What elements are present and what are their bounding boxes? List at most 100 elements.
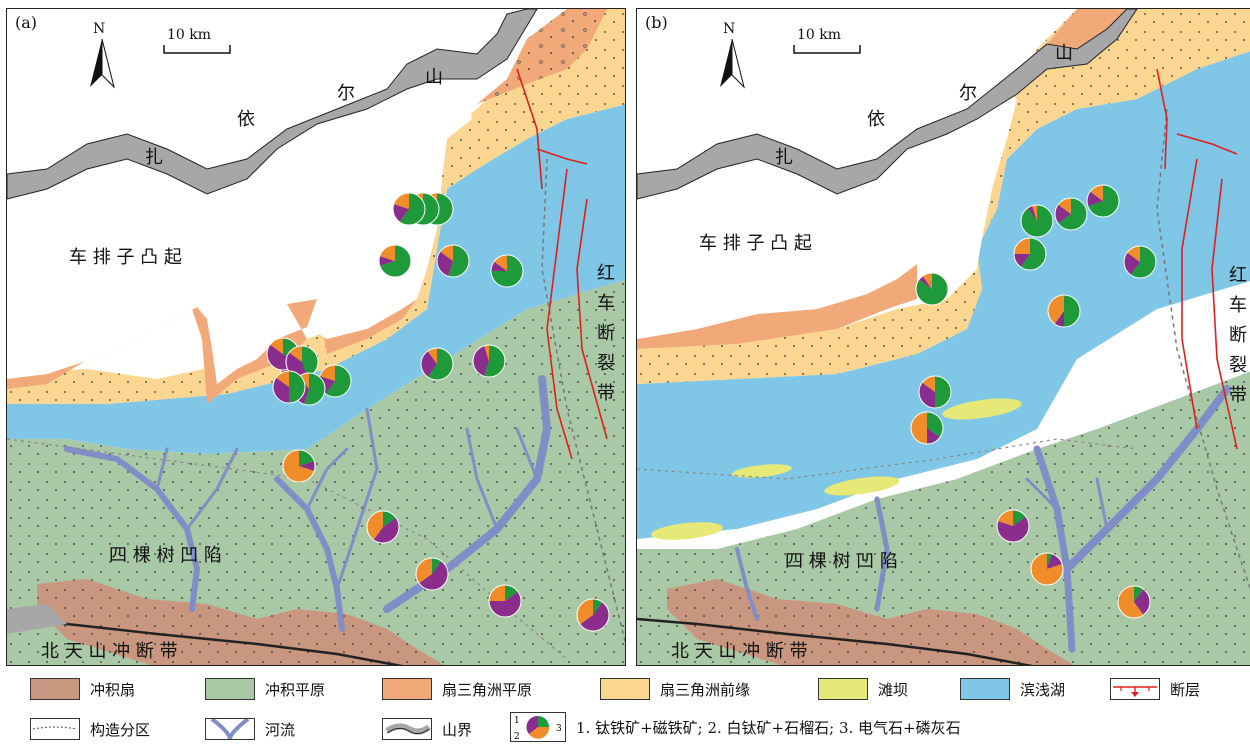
pie-chart-marker (392, 192, 426, 226)
uplift-area (637, 84, 1017, 339)
pie-key-swatch: 1 2 3 (510, 712, 566, 742)
pie-slice (1014, 238, 1030, 254)
pie-chart-marker (918, 375, 952, 409)
fault-char-5: 带 (1229, 385, 1247, 406)
pie-outline (366, 510, 400, 544)
pie-slice (1054, 311, 1064, 327)
pie-slice (927, 428, 940, 444)
map-a-svg (7, 9, 625, 665)
fault-char-3: 断 (1229, 325, 1247, 346)
scale-label: 10 km (167, 27, 212, 43)
pie-outline (918, 375, 952, 409)
pie-outline (576, 598, 610, 632)
lake-swatch (960, 678, 1010, 700)
beach-bars (651, 398, 1022, 540)
tectonic-boundary-2 (637, 438, 1138, 480)
uplift-label: 车 排 子 凸 起 (699, 233, 812, 254)
mountain-boundary-swatch-icon (382, 718, 432, 740)
beach-bar-swatch (818, 678, 868, 700)
pie-slice (911, 412, 927, 444)
pie-key-num-1: 1 (514, 716, 520, 726)
pie-outline (392, 192, 426, 226)
map-panel-a: (a) N 10 km 扎 依 尔 山 车 排 子 凸 起 四 棵 树 凹 陷 … (6, 8, 626, 666)
pie-slice (1124, 252, 1140, 275)
river-network (64, 375, 552, 632)
pie-slice (922, 273, 932, 289)
pie-slice (1130, 246, 1156, 278)
pie-slice (299, 450, 315, 466)
mountain-band-south (7, 604, 67, 634)
legend-label: 滨浅湖 (1020, 680, 1066, 699)
pie-outline (1030, 552, 1064, 586)
pie-slice (491, 261, 507, 271)
legend-item-fan-delta-plain: 扇三角洲平原 (382, 676, 532, 702)
pie-chart-marker (490, 254, 524, 288)
pie-chart-marker (1020, 204, 1054, 238)
pie-slice (437, 251, 453, 277)
north-arrow-icon (90, 39, 115, 89)
legend-item-river: 河流 (205, 716, 295, 742)
north-label: N (93, 21, 106, 37)
fault-char-1: 红 (597, 263, 615, 284)
pie-slice (1127, 246, 1140, 262)
pie-chart-marker (1047, 294, 1081, 328)
pie-chart-marker (910, 411, 944, 445)
pie-outline (488, 584, 522, 618)
pie-key-num-3: 3 (556, 724, 562, 734)
pie-slice (1058, 198, 1087, 230)
pie-slice (379, 245, 395, 261)
uplift-label: 车 排 子 凸 起 (69, 247, 182, 268)
pie-slice (484, 345, 505, 377)
fault-lines (516, 68, 608, 460)
mountain-char-4: 山 (1055, 43, 1073, 64)
pie-slice (383, 511, 396, 527)
pie-slice (1020, 238, 1046, 270)
legend-item-pie-key: 1 2 3 1. 钛铁矿+磁铁矿; 2. 白钛矿+石榴石; 3. 电气石+磷灰石 (510, 712, 961, 742)
tectonic-boundary (1156, 108, 1250, 591)
depression-label: 四 棵 树 凹 陷 (785, 551, 898, 572)
pie-slice (319, 365, 335, 381)
pie-slice (419, 561, 448, 590)
pie-slice (367, 511, 383, 540)
pie-slice (379, 245, 411, 277)
legend-label: 河流 (265, 720, 296, 739)
pie-slice (919, 276, 932, 289)
legend-item-mountain-boundary: 山界 (382, 716, 472, 742)
mountain-char-2: 依 (867, 109, 885, 130)
pie-slice (421, 351, 437, 377)
map-panel-b: (b) N 10 km 扎 依 尔 山 车 排 子 凸 起 四 棵 树 凹 陷 … (636, 8, 1250, 666)
pie-chart-marker (272, 370, 306, 404)
pie-slice (1047, 553, 1063, 569)
pie-chart-marker (415, 557, 449, 591)
pie-outline (490, 254, 524, 288)
pie-chart-marker (366, 510, 400, 544)
pie-outline (282, 449, 316, 483)
pie-key-num-2: 2 (514, 732, 520, 741)
fault-char-1: 红 (1229, 265, 1247, 286)
pie-slice (1118, 586, 1144, 619)
mountain-band (7, 9, 538, 200)
pie-outline (272, 370, 306, 404)
pie-chart-marker (282, 449, 316, 483)
pie-chart-marker (472, 344, 506, 378)
legend-label: 滩坝 (878, 680, 909, 699)
legend-label: 冲积平原 (265, 680, 326, 699)
pie-outline (436, 244, 470, 278)
pie-slice (505, 585, 518, 601)
pie-chart-marker (436, 244, 470, 278)
pie-slice (489, 591, 521, 617)
pie-outline (420, 347, 454, 381)
legend-label: 1. 钛铁矿+磁铁矿; 2. 白钛矿+石榴石; 3. 电气石+磷灰石 (576, 718, 961, 737)
pie-slice (1032, 205, 1037, 221)
pie-slice (1013, 510, 1026, 526)
pie-chart-marker (1030, 552, 1064, 586)
pie-chart-marker (488, 584, 522, 618)
pie-slice (1134, 586, 1144, 602)
thrust-label: 北 天 山 冲 断 带 (671, 641, 808, 662)
pie-slice (1048, 295, 1064, 324)
legend-label: 冲积扇 (90, 680, 136, 699)
legend-item-tectonic-boundary: 构造分区 (30, 716, 150, 742)
pie-slice (1134, 589, 1150, 615)
fault-char-3: 断 (597, 323, 615, 344)
pie-slice (273, 377, 289, 404)
